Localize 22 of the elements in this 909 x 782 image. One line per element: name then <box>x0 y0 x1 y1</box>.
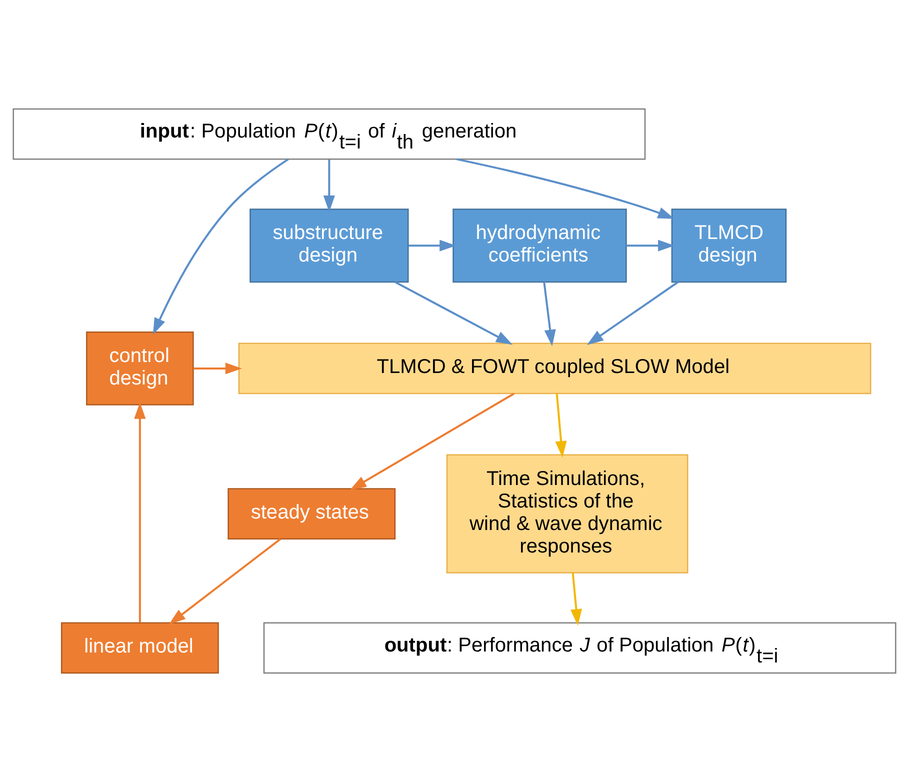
node-box: Time Simulations, Statistics of the wind & wave dynamic responses <box>446 454 688 574</box>
arrow <box>168 538 282 624</box>
arrow <box>152 158 289 335</box>
node-box: TLMCD & FOWT coupled SLOW Model <box>238 342 872 394</box>
arrow <box>394 281 513 345</box>
arrow <box>350 392 515 490</box>
node-box: control design <box>86 331 194 406</box>
node-box: hydrodynamic coefficients <box>452 208 627 283</box>
arrow <box>543 282 556 346</box>
node-box: linear model <box>60 622 219 674</box>
node-box: steady states <box>228 488 396 540</box>
arrow <box>134 402 146 623</box>
arrow <box>586 281 679 345</box>
arrow <box>570 572 582 626</box>
arrow <box>408 240 456 252</box>
node-box: substructure design <box>250 208 409 283</box>
arrow <box>323 160 335 212</box>
arrow <box>456 158 674 219</box>
arrow <box>555 394 567 458</box>
arrow <box>193 362 242 374</box>
node-box: TLMCD design <box>671 208 787 283</box>
arrow <box>626 240 675 252</box>
